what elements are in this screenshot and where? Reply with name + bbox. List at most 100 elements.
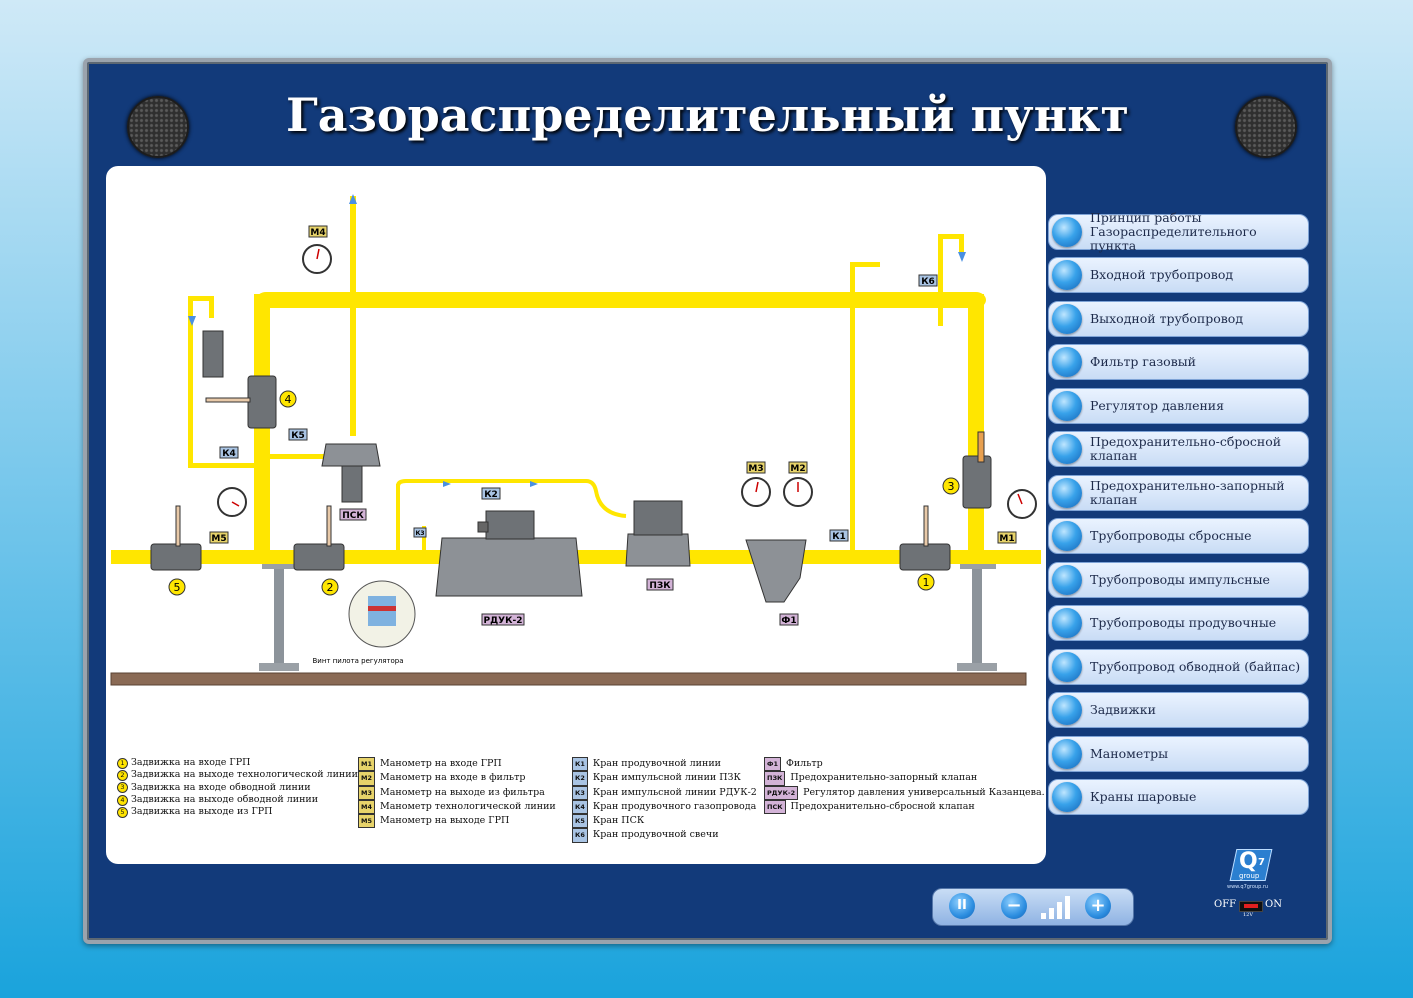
menu-item-outlet-pipe[interactable]: Выходной трубопровод (1048, 301, 1309, 337)
menu-item-bypass[interactable]: Трубопровод обводной (байпас) (1048, 649, 1309, 685)
page-title: Газораспределительный пункт (285, 88, 1129, 142)
menu-item-shutoff-valve[interactable]: Предохранительно-запорный клапан (1048, 475, 1309, 511)
menu-item-discharge-pipes[interactable]: Трубопроводы сбросные (1048, 518, 1309, 554)
media-controls: II − + (932, 888, 1134, 926)
button-dot-icon (1052, 739, 1082, 769)
valve-number-1: 1 (923, 576, 930, 589)
power-switch[interactable] (1239, 901, 1263, 912)
support-left (259, 563, 299, 671)
valve-number-3: 3 (948, 480, 955, 493)
valves (150, 330, 992, 603)
switch-on-label: ON (1265, 899, 1282, 910)
button-dot-icon (1052, 260, 1082, 290)
switch-voltage-label: 12V (1243, 912, 1253, 918)
valve-number-5: 5 (174, 581, 181, 594)
volume-up-button[interactable]: + (1085, 893, 1111, 919)
pilot-inset (348, 580, 416, 648)
menu-item-gauges[interactable]: Манометры (1048, 736, 1309, 772)
tag-k1: К1 (832, 532, 846, 542)
button-dot-icon (1052, 347, 1082, 377)
pause-button[interactable]: II (949, 893, 975, 919)
gauge-m4-icon (302, 244, 332, 274)
menu-item-inlet-pipe[interactable]: Входной трубопровод (1048, 257, 1309, 293)
gauge-m2-icon (783, 477, 813, 507)
tag-rduk: РДУК-2 (484, 616, 523, 626)
tag-m5: М5 (211, 534, 226, 544)
pilot-note: Винт пилота регулятора (312, 657, 403, 665)
menu-item-gas-filter[interactable]: Фильтр газовый (1048, 344, 1309, 380)
menu-item-ball-valves[interactable]: Краны шаровые (1048, 779, 1309, 815)
speaker-left-icon (127, 96, 189, 158)
tag-k2: К2 (484, 490, 498, 500)
button-dot-icon (1052, 782, 1082, 812)
button-dot-icon (1052, 608, 1082, 638)
speaker-right-icon (1235, 96, 1297, 158)
button-dot-icon (1052, 478, 1082, 508)
button-dot-icon (1052, 391, 1082, 421)
valve-numbers: 5 2 1 4 3 (168, 390, 960, 596)
tag-m4: М4 (310, 228, 325, 238)
tag-m1: М1 (999, 534, 1014, 544)
tag-pzk: ПЗК (649, 581, 671, 591)
button-dot-icon (1052, 565, 1082, 595)
volume-level-icon (1041, 895, 1075, 919)
button-dot-icon (1052, 652, 1082, 682)
valve-number-2: 2 (327, 581, 334, 594)
support-right (957, 563, 997, 671)
gauge-m3-icon (741, 477, 771, 507)
menu-item-principle[interactable]: Принцип работы Газораспределительного пу… (1048, 211, 1309, 253)
tag-k5: К5 (291, 431, 305, 441)
valve-number-4: 4 (285, 393, 292, 406)
tag-k4: К4 (222, 449, 236, 459)
tag-k3: К3 (415, 530, 424, 537)
tag-k6: К6 (921, 277, 935, 287)
menu-item-purge-pipes[interactable]: Трубопроводы продувочные (1048, 605, 1309, 641)
grp-scheme-diagram: 5 2 1 4 3 М4 М5 М3 М2 М1 (110, 194, 1041, 686)
tag-psk: ПСК (342, 511, 364, 521)
menu-item-pressure-regulator[interactable]: Регулятор давления (1048, 388, 1309, 424)
gauge-m5-icon (217, 487, 247, 517)
button-dot-icon (1052, 521, 1082, 551)
tag-f1: Ф1 (781, 616, 796, 626)
tag-m3: М3 (748, 464, 763, 474)
tag-m2: М2 (790, 464, 805, 474)
stand-board: Газораспределительный пункт (83, 58, 1332, 944)
ground (110, 672, 1027, 686)
button-dot-icon (1052, 304, 1082, 334)
switch-off-label: OFF (1214, 899, 1237, 910)
flow-arrows (188, 194, 966, 487)
tags: М4 М5 М3 М2 М1 К1 К2 К3 К4 К5 (209, 225, 1017, 626)
button-dot-icon (1052, 695, 1082, 725)
logo: Q 7 group www.q7group.ru (1227, 849, 1287, 893)
volume-down-button[interactable]: − (1001, 893, 1027, 919)
menu-item-gate-valves[interactable]: Задвижки (1048, 692, 1309, 728)
button-dot-icon (1052, 217, 1082, 247)
gauge-m1-icon (1007, 489, 1037, 519)
menu-item-relief-valve[interactable]: Предохранительно-сбросной клапан (1048, 431, 1309, 467)
menu-item-impulse-pipes[interactable]: Трубопроводы импульсные (1048, 562, 1309, 598)
diagram-panel: 5 2 1 4 3 М4 М5 М3 М2 М1 (106, 166, 1046, 864)
